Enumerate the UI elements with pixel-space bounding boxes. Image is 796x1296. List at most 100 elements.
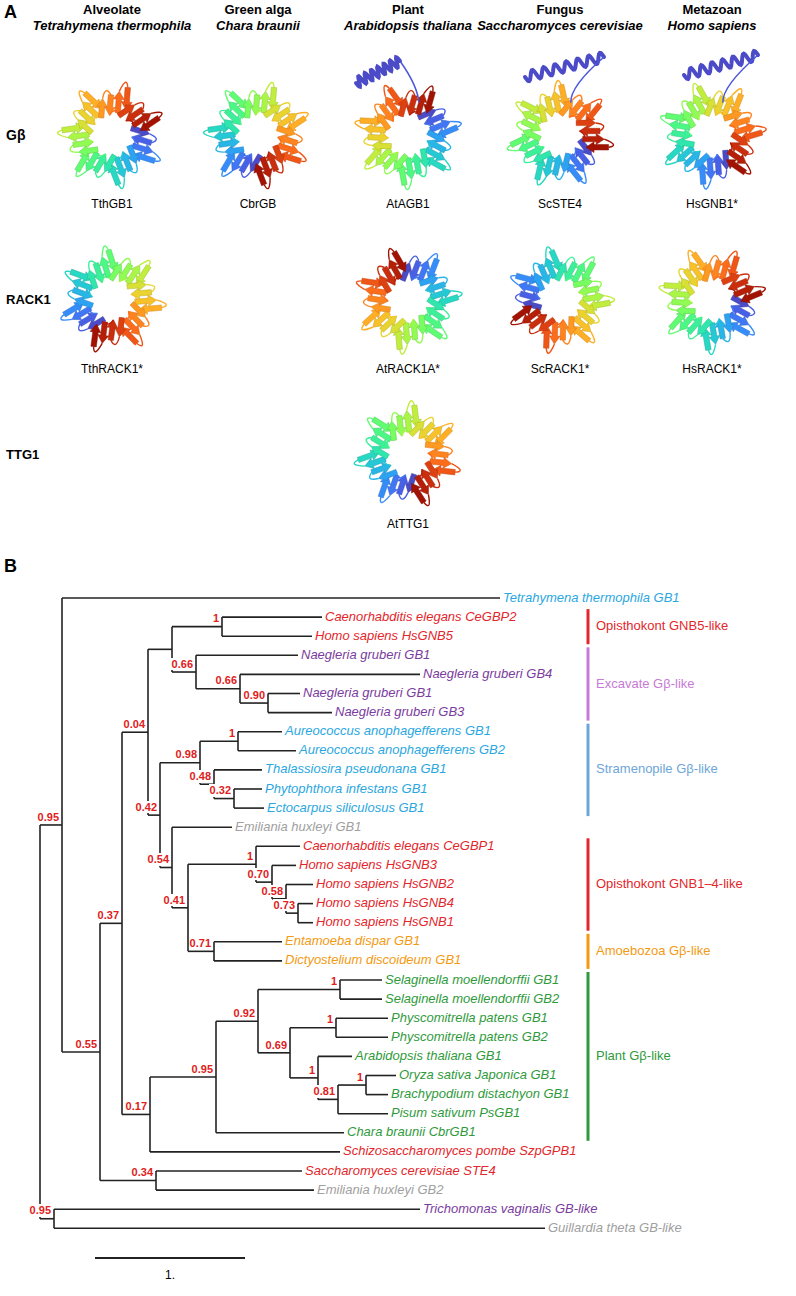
protein-name: AtTTG1: [387, 518, 429, 532]
tree-branch: [172, 907, 188, 909]
protein-name: HsGNB1*: [686, 198, 738, 212]
loop-coil: [79, 91, 85, 102]
tree-branch: [234, 807, 264, 809]
helix-linker: [723, 55, 758, 103]
tree-branch: [267, 694, 269, 713]
loop-coil: [222, 171, 232, 177]
clade-bar: [587, 724, 590, 816]
tree-branch: [40, 824, 62, 826]
beta-strand: [420, 148, 431, 168]
tree-branch: [214, 941, 282, 943]
tree-branch: [298, 922, 313, 924]
protein-name: TthGB1: [91, 198, 132, 212]
clade-label: Opisthokont GNB5-like: [596, 619, 728, 634]
tree-branch: [156, 1189, 314, 1191]
tree-branch: [338, 1084, 366, 1086]
protein-structure: [58, 82, 162, 188]
row-label: TTG1: [6, 448, 39, 463]
taxon-label: Selaginella moellendorffii GB1: [385, 973, 559, 988]
tree-branch: [298, 903, 313, 905]
tree-branch: [338, 1113, 388, 1115]
clade-bar: [587, 934, 590, 969]
tree-branch: [172, 626, 222, 628]
support-value: 1: [326, 1013, 334, 1026]
support-value: 0.42: [135, 801, 158, 814]
tree-branch: [160, 867, 172, 869]
tree-branch: [195, 655, 197, 688]
clade-label: Opisthokont GNB1–4-like: [596, 877, 743, 892]
tree-branch: [289, 1028, 291, 1078]
tree-branch: [366, 1075, 396, 1077]
tree-branch: [150, 1151, 340, 1153]
support-value: 0.58: [261, 885, 284, 898]
support-value: 0.69: [265, 1039, 288, 1052]
taxon-label: Emiliania huxleyi GB2: [317, 1183, 443, 1198]
protein-structure: [354, 401, 460, 506]
alpha-helix: [356, 57, 400, 86]
loop-coil: [441, 328, 447, 339]
taxon-label: Brachypodium distachyon GB1: [391, 1087, 569, 1102]
protein-name: CbrGB: [240, 198, 277, 212]
beta-strand: [105, 95, 116, 116]
taxon-label: Caenorhabditis elegans CeGBP1: [303, 839, 495, 854]
tree-branch: [61, 598, 63, 1052]
row-label: RACK1: [6, 293, 51, 308]
taxon-label: Guillardia theta GB-like: [548, 1221, 682, 1236]
tree-branch: [256, 881, 272, 883]
tree-branch: [149, 1077, 151, 1152]
tree-branch: [172, 826, 232, 828]
taxon-label: Selaginella moellendorffii GB2: [385, 992, 559, 1007]
clade-label: Excavate Gβ-like: [596, 677, 695, 692]
tree-branch: [148, 814, 160, 816]
beta-strand: [368, 295, 389, 306]
loop-coil: [225, 91, 231, 102]
protein-structure: [204, 82, 309, 188]
beta-strand: [537, 103, 548, 123]
tree-branch: [240, 702, 268, 704]
loop-coil: [365, 163, 376, 169]
tree-branch: [122, 731, 148, 733]
tree-branch: [54, 1228, 545, 1230]
protein-structure: [356, 249, 462, 355]
species-header: Homo sapiens: [668, 19, 757, 34]
species-header: Arabidopsis thaliana: [344, 19, 472, 34]
support-value: 0.70: [247, 868, 270, 881]
loop-coil: [745, 163, 751, 174]
beta-strand: [727, 160, 747, 175]
tree-branch: [62, 1051, 100, 1053]
protein-structure: [511, 247, 615, 353]
tree-branch: [256, 845, 300, 847]
phylogenetic-tree: [40, 598, 545, 1228]
tree-branch: [339, 980, 341, 999]
species-header: Saccharomyces cerevisiae: [477, 19, 643, 34]
tree-branch: [155, 1171, 157, 1190]
tree-branch: [272, 865, 296, 867]
support-value: 1: [308, 1064, 316, 1077]
protein-name: HsRACK1*: [682, 363, 741, 377]
panel-letter: A: [4, 2, 17, 23]
support-value: 0.34: [131, 1166, 154, 1179]
protein-structure: [507, 53, 613, 185]
beta-strand: [251, 95, 262, 116]
protein-structure: [661, 51, 767, 189]
loop-coil: [591, 99, 602, 105]
tree-branch: [216, 1132, 344, 1134]
support-value: 0.90: [243, 689, 266, 702]
tree-branch: [54, 1208, 420, 1210]
beta-strand: [417, 315, 428, 335]
tree-branch: [216, 1020, 258, 1022]
group-header: Fungus: [537, 3, 584, 18]
protein-structure: [659, 251, 765, 355]
taxon-label: Naegleria gruberi GB3: [335, 705, 464, 720]
support-value: 0.95: [37, 811, 60, 824]
group-header: Green alga: [224, 3, 291, 18]
taxon-label: Arabidopsis thaliana GB1: [355, 1049, 502, 1064]
taxon-label: Naegleria gruberi GB1: [303, 686, 432, 701]
tree-branch: [222, 616, 322, 618]
taxon-label: Aureococcus anophagefferens GB1: [285, 724, 491, 739]
support-value: 1: [356, 1071, 364, 1084]
tree-branch: [62, 597, 500, 599]
beta-strand: [709, 323, 720, 345]
taxon-label: Entamoeba dispar GB1: [285, 934, 420, 949]
beta-strand: [672, 130, 693, 141]
